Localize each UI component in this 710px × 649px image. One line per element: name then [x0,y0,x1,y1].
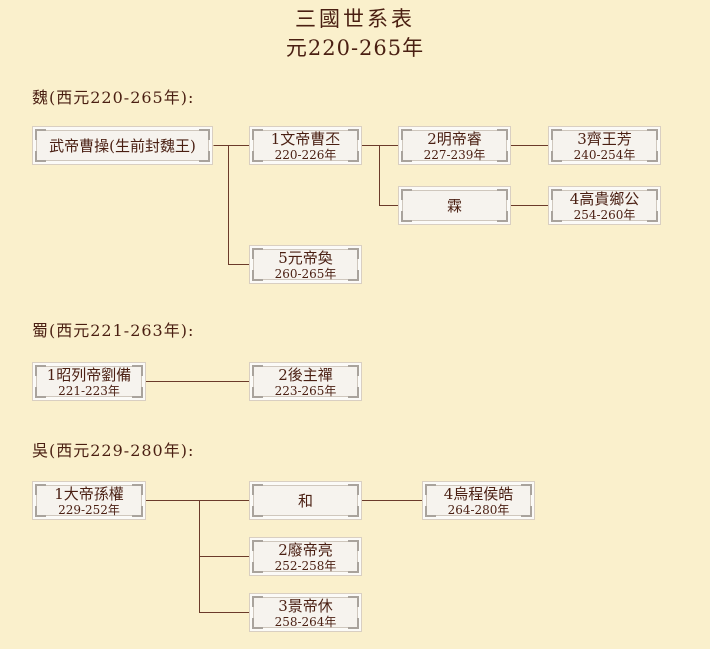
node-name: 4烏程侯皓 [443,484,514,503]
node-shu-zhaolie: 1昭列帝劉備 221-223年 [32,362,146,401]
node-years: 254-260年 [573,207,636,222]
node-years: 258-264年 [274,614,337,629]
connector-wudi-yuandi [228,145,249,265]
connector-dadi-feidi [199,500,249,557]
connector-wendi-lin [379,145,398,206]
connector-dadi-jingdi [199,500,249,613]
node-wu-jingdi: 3景帝休 258-264年 [249,593,362,632]
page-subtitle: 元220-265年 [285,36,425,60]
node-years: 221-223年 [58,383,120,398]
node-wu-dadi: 1大帝孫權 229-252年 [32,481,146,520]
node-years: 227-239年 [423,147,486,162]
node-years: 260-265年 [274,266,337,281]
node-name: 2後主禪 [278,365,333,384]
node-name: 5元帝奐 [278,248,333,267]
node-wei-lin: 霖 [398,186,511,225]
wu-heading: 吳(西元229-280年): [32,441,195,460]
node-name: 霖 [446,196,462,215]
node-name: 2明帝睿 [427,129,482,148]
page-title: 三國世系表 [295,7,415,31]
node-wei-yuandi: 5元帝奐 260-265年 [249,245,362,284]
node-name: 4高貴鄉公 [569,189,640,208]
node-wei-wudi: 武帝曹操(生前封魏王) [32,126,213,165]
node-years: 223-265年 [274,383,337,398]
node-years: 229-252年 [58,502,120,517]
node-wei-qiwang: 3齊王芳 240-254年 [548,126,661,165]
node-years: 220-226年 [274,147,337,162]
node-name: 2廢帝亮 [278,540,333,559]
shu-heading: 蜀(西元221-263年): [32,321,195,340]
node-years: 240-254年 [573,147,636,162]
node-name: 3齊王芳 [577,129,632,148]
node-name: 和 [297,491,313,510]
node-wei-gaogui: 4高貴鄉公 254-260年 [548,186,661,225]
node-name: 武帝曹操(生前封魏王) [49,136,196,155]
node-name: 3景帝休 [278,596,333,615]
node-wei-mingdi: 2明帝睿 227-239年 [398,126,511,165]
wei-heading: 魏(西元220-265年): [32,88,195,107]
node-wu-he: 和 [249,481,362,520]
node-name: 1大帝孫權 [54,484,124,503]
node-years: 252-258年 [274,558,337,573]
node-shu-houzhu: 2後主禪 223-265年 [249,362,362,401]
node-wu-wucheng: 4烏程侯皓 264-280年 [422,481,535,520]
node-name: 1昭列帝劉備 [46,365,132,384]
node-years: 264-280年 [447,502,510,517]
node-wu-feidi: 2廢帝亮 252-258年 [249,537,362,576]
node-name: 1文帝曹丕 [270,129,341,148]
node-wei-wendi: 1文帝曹丕 220-226年 [249,126,362,165]
